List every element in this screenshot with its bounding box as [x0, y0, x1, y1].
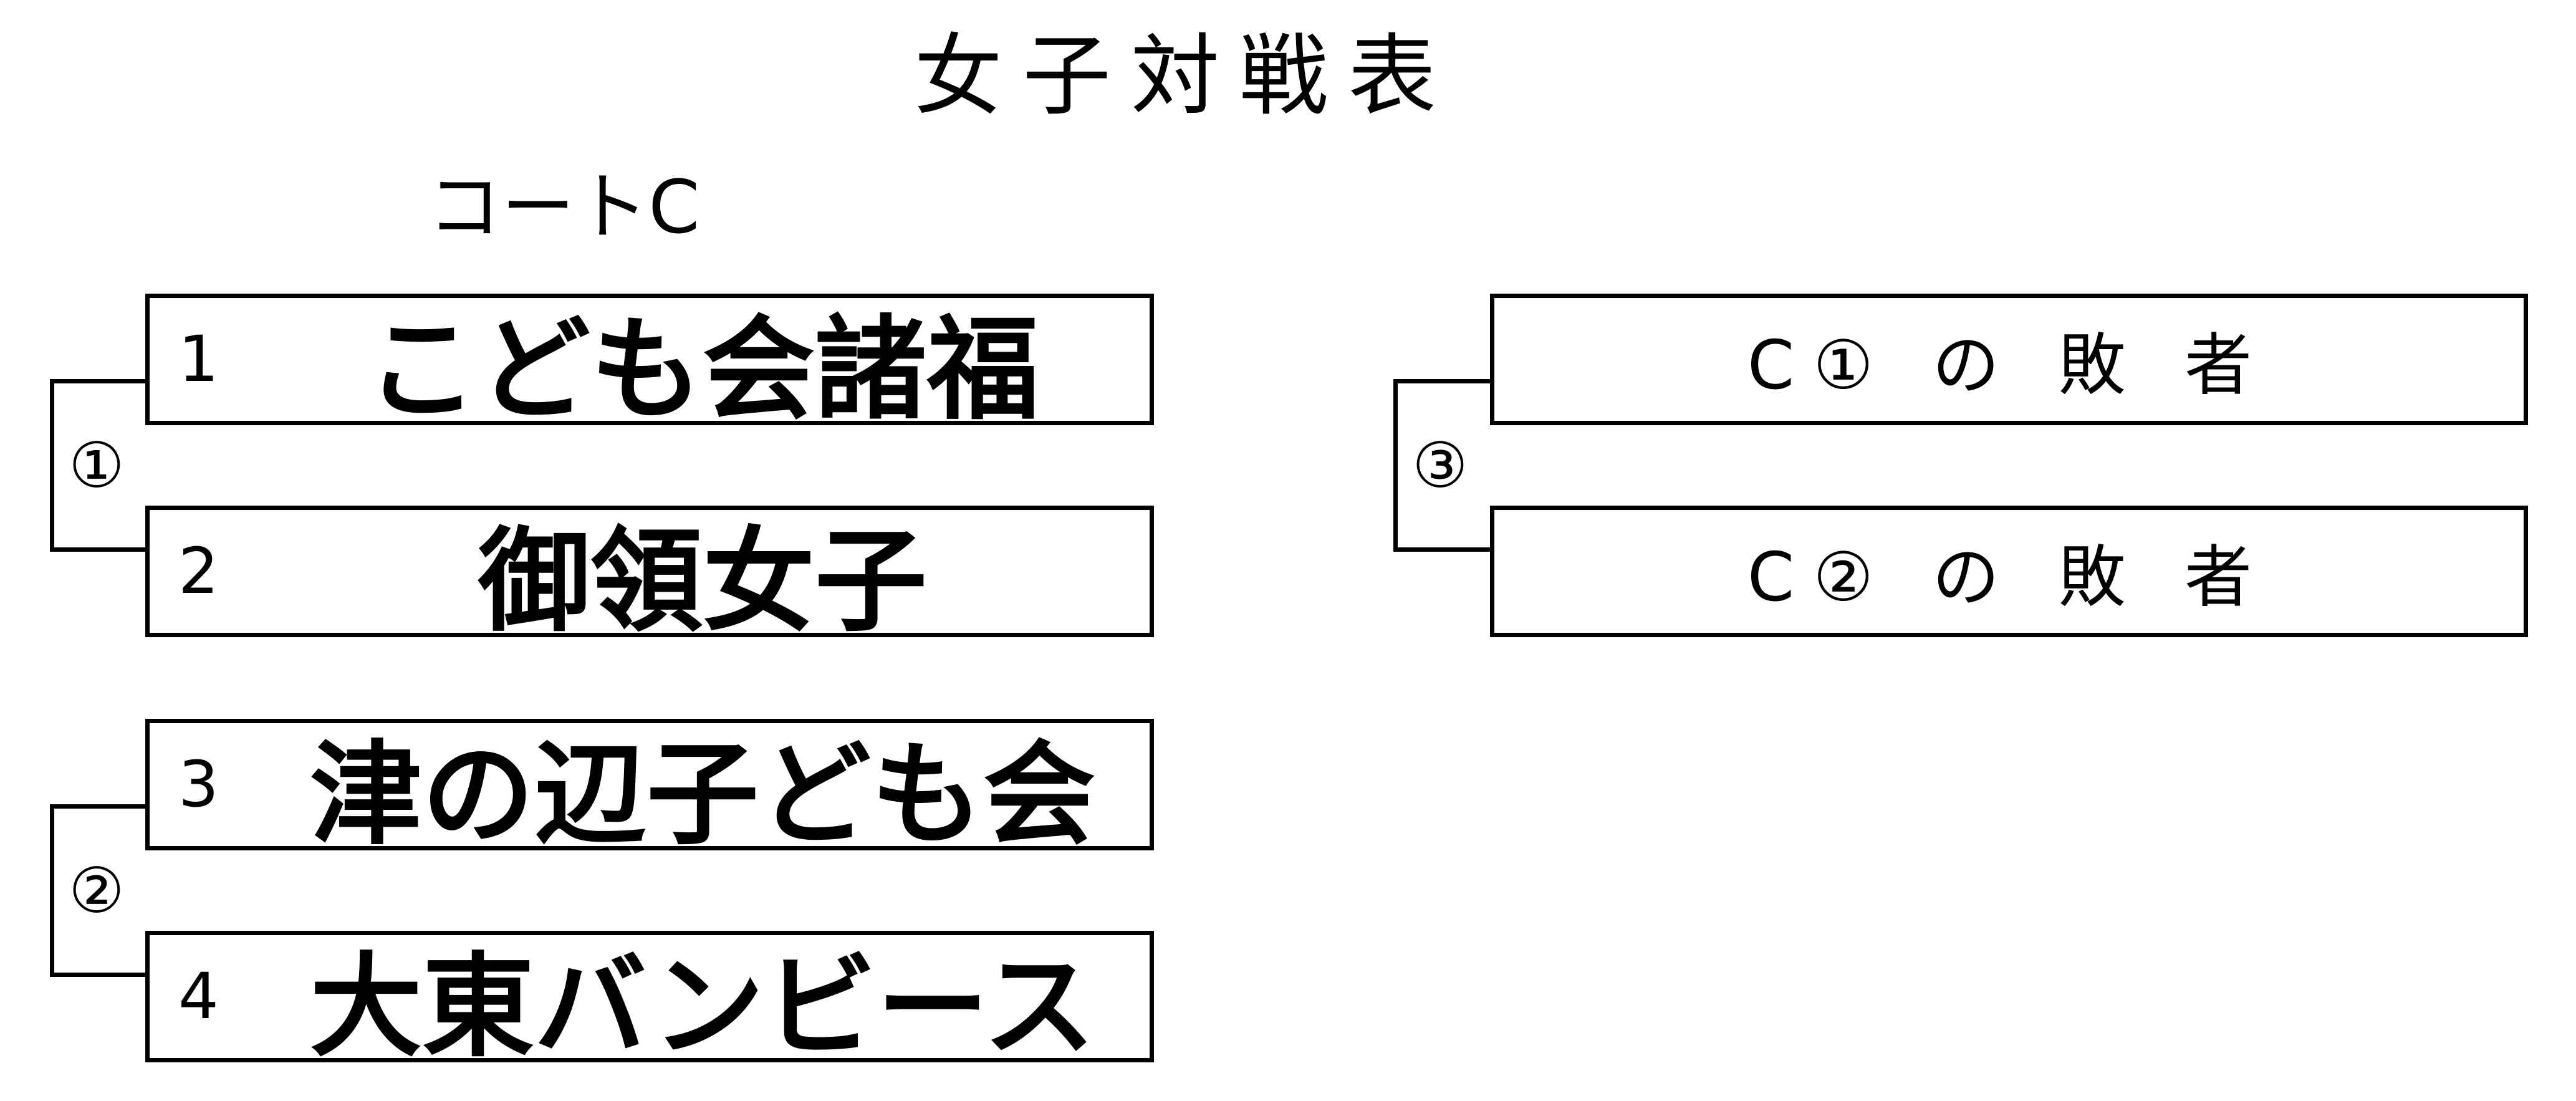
loser-label: C② の 敗 者 [1747, 538, 2271, 617]
team-box-3: 3 津の辺子ども会 [145, 719, 1154, 860]
match-number-1: ① [62, 431, 131, 500]
match-number-3: ③ [1406, 431, 1474, 500]
team-name: 御領女子 [478, 517, 927, 647]
team-seed: 1 [178, 322, 219, 397]
team-box-4: 4 大東バンビース [145, 931, 1154, 1072]
bracket-match-3 [1393, 379, 1493, 552]
loser-box-2: C② の 敗 者 [1490, 506, 2528, 637]
team-box-1: 1 こども会諸福 [145, 294, 1154, 435]
page-title: 女子対戦表 [914, 25, 1456, 128]
team-seed: 2 [178, 534, 219, 608]
bracket-match-1 [50, 379, 150, 552]
match-number-2: ② [62, 857, 131, 925]
team-seed: 4 [178, 959, 219, 1034]
team-name: こども会諸福 [365, 305, 1039, 435]
team-name: 大東バンビース [309, 942, 1095, 1072]
team-box-2: 2 御領女子 [145, 506, 1154, 647]
team-name: 津の辺子ども会 [309, 730, 1095, 860]
bracket-match-2 [50, 804, 150, 977]
team-seed: 3 [178, 748, 219, 822]
loser-box-1: C① の 敗 者 [1490, 294, 2528, 425]
court-label: コートC [428, 164, 700, 250]
loser-label: C① の 敗 者 [1747, 326, 2271, 405]
